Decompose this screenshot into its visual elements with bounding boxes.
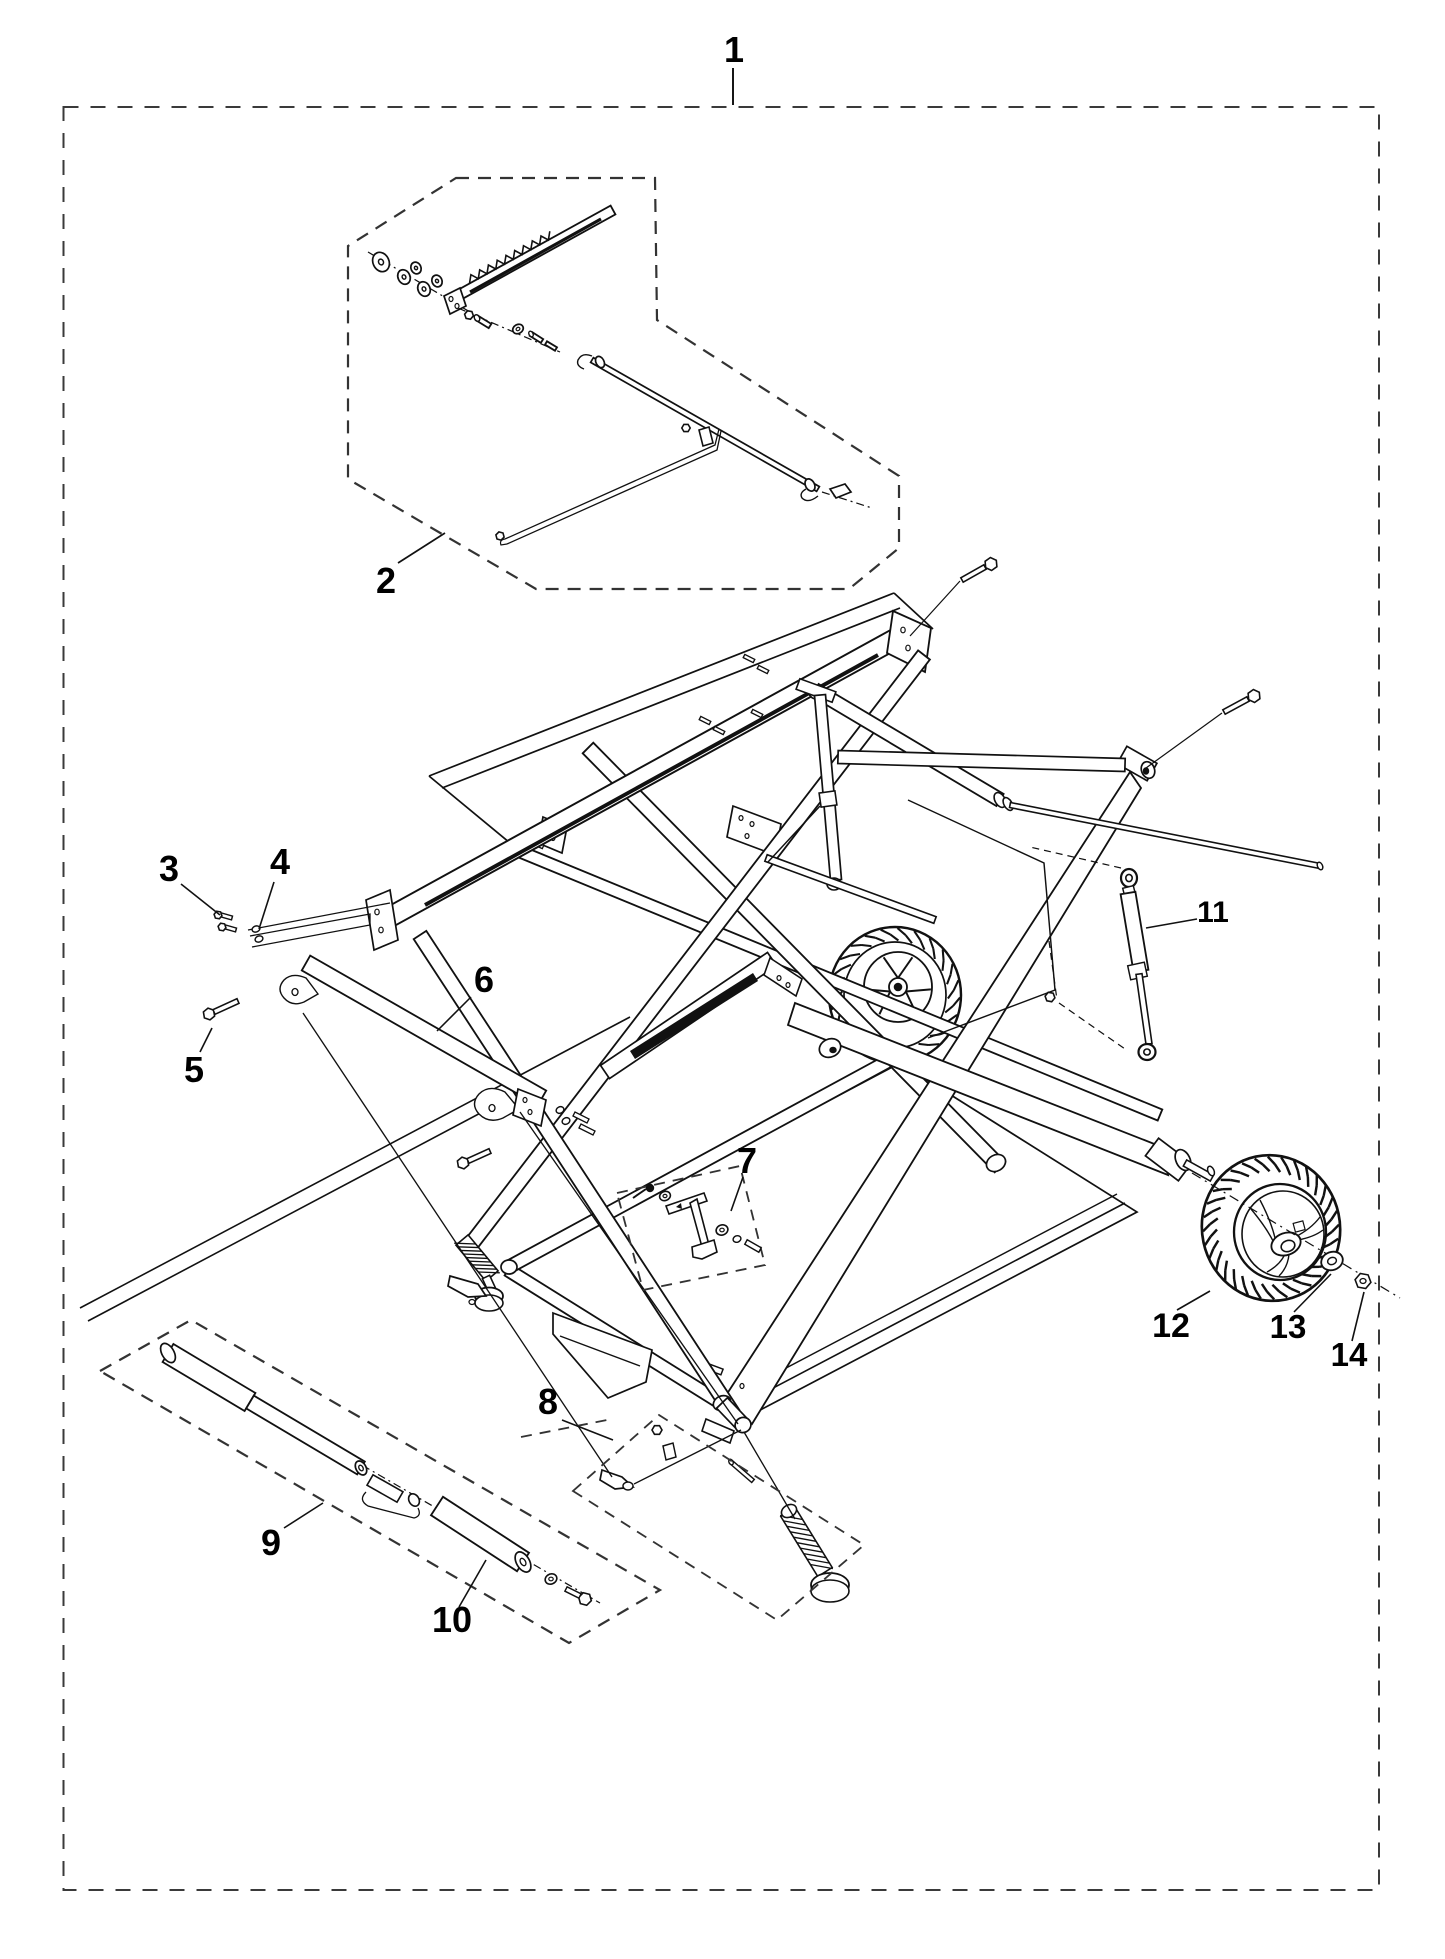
svg-text:11: 11 bbox=[1197, 896, 1229, 929]
svg-text:8: 8 bbox=[538, 1381, 558, 1422]
svg-text:2: 2 bbox=[376, 560, 396, 601]
svg-text:4: 4 bbox=[270, 841, 290, 882]
svg-text:12: 12 bbox=[1152, 1307, 1190, 1345]
svg-text:7: 7 bbox=[737, 1140, 757, 1181]
svg-text:14: 14 bbox=[1331, 1336, 1368, 1373]
svg-text:6: 6 bbox=[474, 959, 494, 1000]
svg-text:5: 5 bbox=[184, 1049, 204, 1090]
svg-text:9: 9 bbox=[261, 1522, 281, 1563]
svg-text:10: 10 bbox=[432, 1599, 472, 1640]
svg-text:13: 13 bbox=[1270, 1308, 1307, 1345]
svg-text:3: 3 bbox=[159, 848, 179, 889]
svg-text:1: 1 bbox=[724, 29, 744, 70]
